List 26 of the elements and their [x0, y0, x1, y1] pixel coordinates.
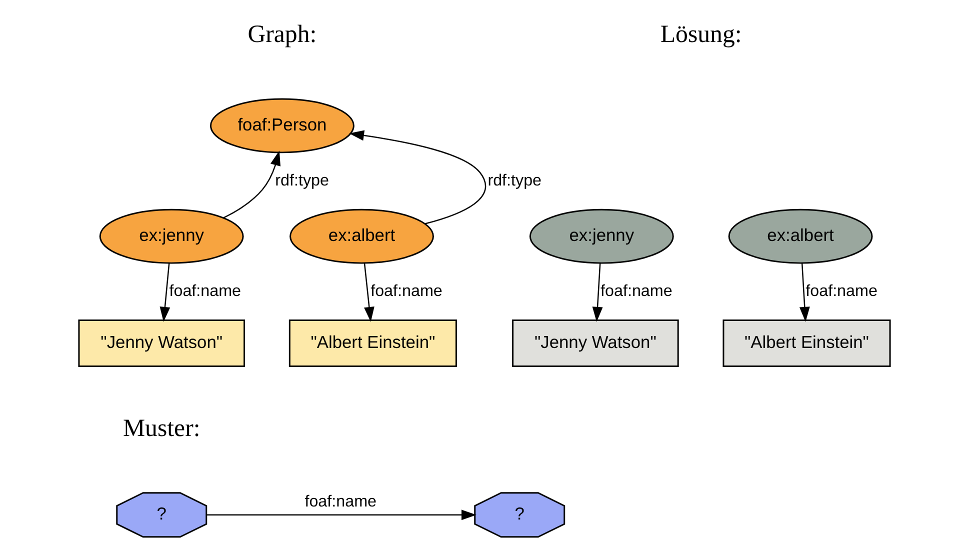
node-ellipse: foaf:Person	[209, 98, 354, 154]
node-ellipse: ex:jenny	[528, 208, 674, 264]
arrow	[592, 263, 602, 322]
arrow	[222, 150, 280, 218]
arrow	[798, 263, 810, 322]
edge-label: foaf:name	[805, 282, 877, 300]
node-ellipse: ex:albert	[289, 208, 434, 264]
edge-label: foaf:name	[168, 282, 241, 300]
edge-label: foaf:name	[370, 282, 442, 300]
arrow	[206, 510, 476, 520]
edge-label: foaf:name	[304, 492, 376, 511]
node-box: "Albert Einstein"	[288, 320, 456, 367]
node-box: "Albert Einstein"	[722, 320, 890, 367]
label: Graph:	[247, 20, 316, 48]
edge-label: rdf:type	[274, 171, 329, 190]
node-box: "Jenny Watson"	[78, 320, 245, 367]
node-ellipse: ex:jenny	[98, 208, 244, 264]
label: Muster:	[122, 414, 200, 442]
arrow	[348, 130, 486, 224]
edge-label: rdf:type	[487, 171, 542, 190]
node-box: "Jenny Watson"	[512, 320, 678, 367]
edge-label: foaf:name	[600, 282, 672, 300]
arrow	[363, 263, 374, 322]
arrow	[159, 263, 170, 322]
label: Lösung:	[660, 20, 742, 48]
node-ellipse: ex:albert	[728, 208, 872, 264]
